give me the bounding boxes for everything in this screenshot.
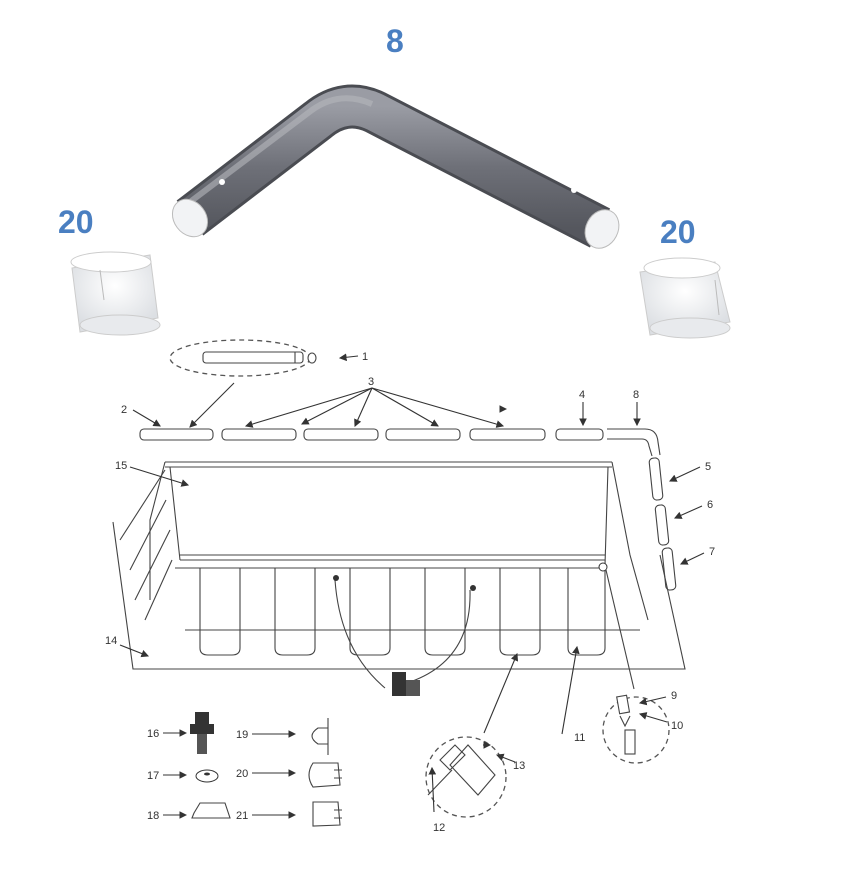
end-cap-left-photo	[70, 251, 161, 336]
callout-16: 16	[147, 728, 159, 740]
part-1-detail	[169, 339, 317, 377]
cap-right-label: 20	[660, 214, 696, 250]
callout-labels: 1 2 3 4 5 6 7 8 9 10 11 12 13 14 15 16 1…	[105, 351, 715, 834]
callout-15: 15	[115, 460, 127, 472]
elbow-pipe-photo	[171, 84, 620, 249]
part-12-13-detail	[425, 736, 507, 818]
callout-6: 6	[707, 499, 713, 511]
callout-7: 7	[709, 546, 715, 558]
small-parts	[190, 712, 342, 827]
callout-21: 21	[236, 810, 248, 822]
cap-left-label: 20	[58, 204, 94, 240]
top-rails	[139, 428, 677, 591]
callout-4: 4	[579, 389, 585, 401]
callout-8: 8	[633, 389, 639, 401]
callout-11: 11	[574, 732, 585, 744]
callout-13: 13	[513, 760, 525, 772]
callout-18: 18	[147, 810, 159, 822]
callout-12: 12	[433, 822, 445, 834]
part-9-10-detail	[602, 694, 670, 764]
callout-17: 17	[147, 770, 159, 782]
callout-9: 9	[671, 690, 677, 702]
callout-20: 20	[236, 768, 248, 780]
callout-1: 1	[362, 351, 368, 363]
callout-5: 5	[705, 461, 711, 473]
callout-3: 3	[368, 376, 374, 388]
callout-10: 10	[671, 720, 683, 732]
callout-arrows	[119, 353, 705, 819]
callout-19: 19	[236, 729, 248, 741]
elbow-part-label: 8	[386, 23, 404, 59]
pool-frame-drawing	[112, 461, 686, 696]
callout-2: 2	[121, 404, 127, 416]
end-cap-right-photo	[639, 257, 731, 339]
callout-14: 14	[105, 635, 117, 647]
